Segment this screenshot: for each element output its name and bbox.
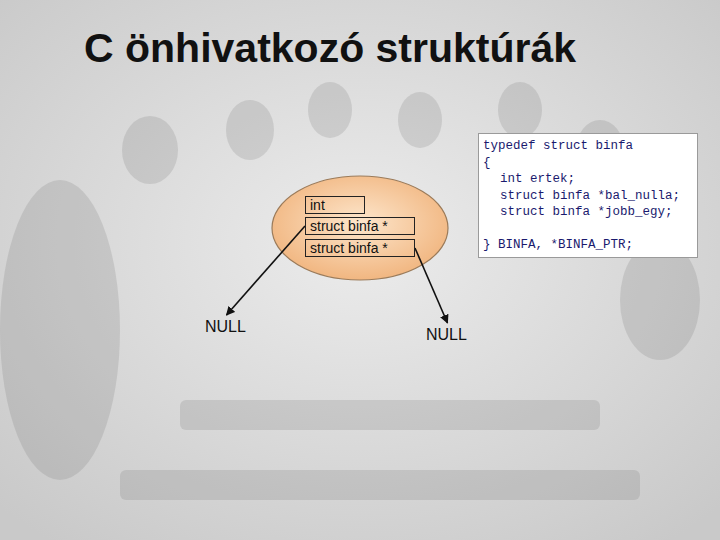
code-line: typedef struct binfa	[483, 138, 693, 155]
node-text: struct binfa *	[310, 240, 410, 256]
node-text: NULL	[426, 326, 469, 344]
code-line: } BINFA, *BINFA_PTR;	[483, 237, 693, 254]
struct-field: struct binfa *	[305, 239, 415, 257]
pointer-arrow	[415, 248, 448, 323]
struct-field: int	[305, 196, 365, 214]
code-line: struct binfa *bal_nulla;	[483, 188, 693, 205]
code-line: {	[483, 155, 693, 172]
node-text: int	[310, 197, 360, 213]
code-line: int ertek;	[483, 171, 693, 188]
slide-title: C önhivatkozó struktúrák	[84, 22, 576, 74]
null-target: NULL	[424, 326, 471, 344]
null-target: NULL	[203, 318, 250, 336]
faded-audience	[0, 82, 700, 500]
node-text: struct binfa *	[310, 218, 410, 234]
pointer-arrow	[227, 226, 306, 315]
struct-field: struct binfa *	[305, 217, 415, 235]
node-text: NULL	[205, 318, 248, 336]
code-box: typedef struct binfa{int ertek;struct bi…	[478, 133, 698, 258]
code-line: struct binfa *jobb_egy;	[483, 204, 693, 221]
